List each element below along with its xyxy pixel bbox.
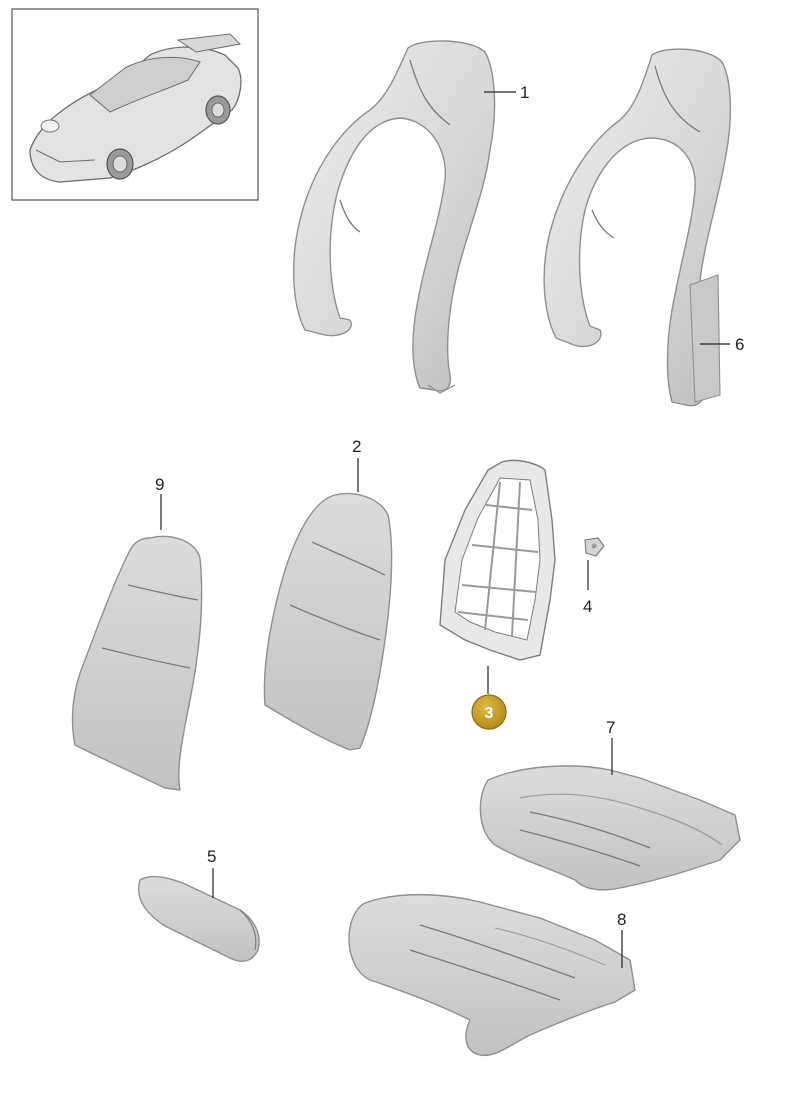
- part-4-clip: [584, 537, 605, 557]
- callout-4-label: 4: [583, 597, 592, 616]
- callout-3-badge[interactable]: 3: [471, 694, 507, 730]
- part-5-bolster-pad: [137, 875, 260, 962]
- part-2-backrest-upholstery: [263, 492, 393, 751]
- callout-9-label: 9: [155, 475, 164, 494]
- callout-5-label: 5: [207, 847, 216, 866]
- vehicle-thumbnail: [11, 8, 259, 201]
- part-9-backrest-cover: [71, 535, 203, 791]
- callout-5: 5: [207, 847, 216, 866]
- callout-8-label: 8: [617, 910, 626, 929]
- callout-1-label: 1: [520, 83, 529, 102]
- part-7-seat-cushion-cover: [479, 765, 741, 891]
- callout-3-label: 3: [485, 705, 494, 722]
- callout-7: 7: [606, 718, 615, 737]
- callout-8: 8: [617, 910, 626, 929]
- callout-2: 2: [352, 437, 361, 456]
- part-8-seat-cushion-foam: [348, 893, 636, 1057]
- callout-leaders: [160, 91, 730, 968]
- part-3-backrest-frame: [439, 459, 556, 661]
- car-illustration: [29, 33, 242, 183]
- callout-9: 9: [155, 475, 164, 494]
- callout-2-label: 2: [352, 437, 361, 456]
- part-6-backrest-shell: [543, 48, 732, 407]
- callout-6-label: 6: [735, 335, 744, 354]
- callout-7-label: 7: [606, 718, 615, 737]
- callout-6: 6: [735, 335, 744, 354]
- callout-4: 4: [583, 597, 592, 616]
- part-1-backrest-shell: [293, 40, 496, 394]
- callout-1: 1: [520, 83, 529, 102]
- highlight-badge[interactable]: [471, 694, 507, 730]
